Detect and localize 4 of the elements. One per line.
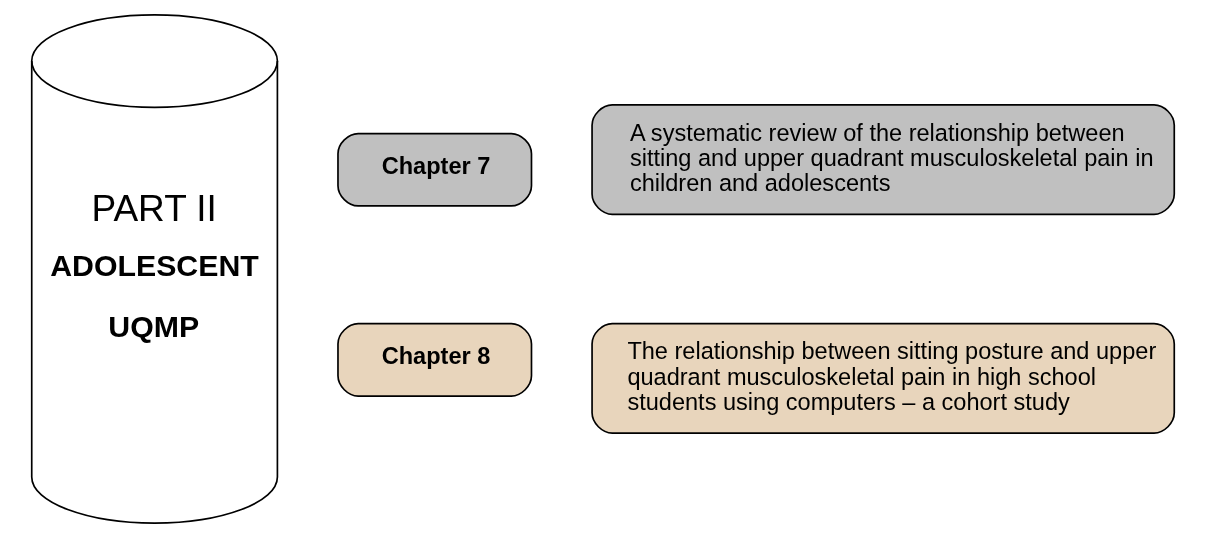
node-box: A systematic review of the relationship between sitting and upper quadrant musculoskeletal pain in children and adolescents bbox=[590, 104, 1175, 216]
node-box: Chapter 8 bbox=[336, 322, 532, 397]
node-box: Chapter 7 bbox=[336, 132, 532, 207]
node-box: The relationship between sitting posture and upper quadrant musculoskeletal pain in high school students using computers – a cohort study bbox=[590, 322, 1175, 434]
